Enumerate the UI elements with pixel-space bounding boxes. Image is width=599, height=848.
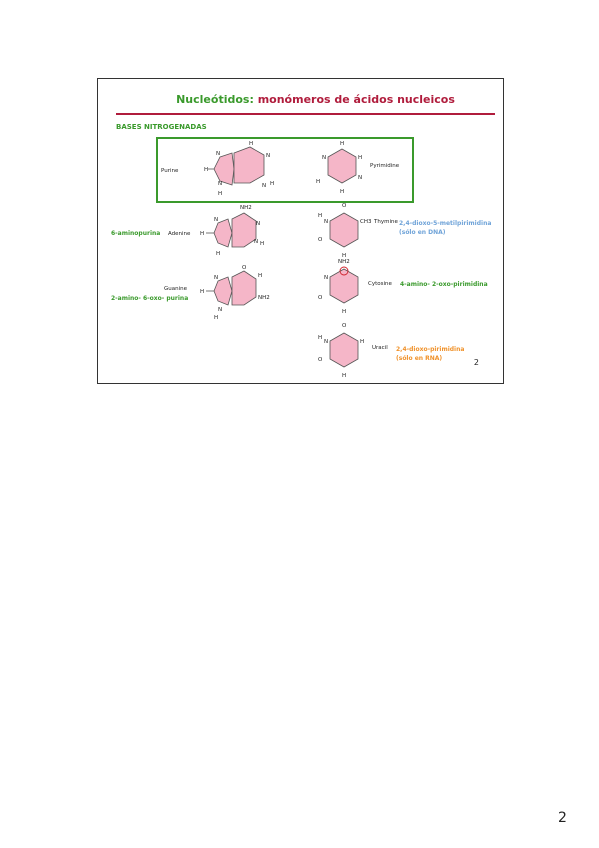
uracil-label: Uracil xyxy=(372,345,388,351)
adenine-annotation: 6-aminopurina xyxy=(111,230,161,237)
purine-atom-n: N xyxy=(218,181,222,187)
uracil-annotation-line2: (sólo en RNA) xyxy=(396,355,443,362)
guanine-atom-n: N xyxy=(218,307,222,313)
adenine-atom-h: H xyxy=(200,231,204,237)
guanine-atom-o: O xyxy=(242,265,247,271)
slide-title: Nucleótidos: monómeros de ácidos nucleic… xyxy=(98,93,503,106)
thymine-atom-o: O xyxy=(342,203,347,209)
uracil-atom-o: O xyxy=(342,323,347,329)
guanine-label: Guanine xyxy=(164,286,188,292)
thymine-atom-h: H xyxy=(318,213,322,219)
thymine-label: Thymine xyxy=(374,219,398,225)
slide-number: 2 xyxy=(473,358,479,367)
cytosine-structure: NH2 N O H xyxy=(318,259,359,315)
pyrimidine-atom-h: H xyxy=(316,179,320,185)
purine-atom-h: H xyxy=(270,181,274,187)
guanine-atom-h: H xyxy=(200,289,204,295)
thymine-atom-ch3: CH3 xyxy=(360,219,372,225)
thymine-annotation-line1: 2,4-dioxo-5-metilpirimidina xyxy=(399,220,492,227)
highlight-box xyxy=(156,137,414,203)
adenine-atom-nh2: NH2 xyxy=(240,205,252,211)
uracil-annotation-line1: 2,4-dioxo-pirimidina xyxy=(396,346,465,353)
adenine-atom-n: N xyxy=(256,221,260,227)
uracil-atom-n: N xyxy=(324,339,328,345)
page-number: 2 xyxy=(558,810,567,826)
pyrimidine-label: Pyrimidine xyxy=(370,163,400,169)
title-green: Nucleótidos: xyxy=(176,93,254,106)
uracil-annotation: 2,4-dioxo-pirimidina (sólo en RNA) xyxy=(396,345,464,363)
pyrimidine-atom-n: N xyxy=(358,175,362,181)
adenine-atom-n: N xyxy=(254,239,258,245)
purine-atom-h: H xyxy=(249,141,253,147)
uracil-atom-h: H xyxy=(342,373,346,379)
uracil-atom-h: H xyxy=(360,339,364,345)
pyrimidine-atom-h: H xyxy=(340,189,344,195)
purine-atom-h: H xyxy=(204,167,208,173)
title-red: monómeros de ácidos nucleicos xyxy=(257,93,455,106)
purine-atom-n: N xyxy=(266,153,270,159)
pyrimidine-structure: H N H H N H xyxy=(316,141,362,195)
adenine-atom-n: N xyxy=(214,217,218,223)
cytosine-label: Cytosine xyxy=(368,281,392,287)
pyrimidine-atom-h: H xyxy=(340,141,344,147)
cytosine-atom-h: H xyxy=(342,309,346,315)
pyrimidine-atom-n: N xyxy=(322,155,326,161)
adenine-label: Adenine xyxy=(168,231,191,237)
uracil-atom-o: O xyxy=(318,357,323,363)
cytosine-annotation: 4-amino- 2-oxo-pirimidina xyxy=(400,281,488,288)
purine-atom-h: H xyxy=(218,191,222,197)
purine-label: Purine xyxy=(161,168,179,174)
adenine-atom-h: H xyxy=(260,241,264,247)
uracil-structure: O H N O H H xyxy=(318,323,364,379)
slide: Nucleótidos: monómeros de ácidos nucleic… xyxy=(97,78,504,384)
thymine-atom-n: N xyxy=(324,219,328,225)
guanine-atom-h: H xyxy=(258,273,262,279)
thymine-structure: O H N O CH3 H xyxy=(318,203,372,259)
guanine-structure: H O N H NH2 N H xyxy=(200,265,270,321)
guanine-annotation: 2-amino- 6-oxo- purina xyxy=(111,295,189,302)
guanine-atom-h: H xyxy=(214,315,218,321)
title-underline xyxy=(116,113,495,115)
guanine-atom-nh2: NH2 xyxy=(258,295,270,301)
pyrimidine-atom-h: H xyxy=(358,155,362,161)
cytosine-atom-o: O xyxy=(318,295,323,301)
thymine-annotation: 2,4-dioxo-5-metilpirimidina (sólo en DNA… xyxy=(399,219,491,237)
uracil-atom-h: H xyxy=(318,335,322,341)
thymine-atom-h: H xyxy=(342,253,346,259)
purine-structure: H N N H N N H H xyxy=(204,141,274,197)
guanine-atom-n: N xyxy=(214,275,218,281)
thymine-atom-o: O xyxy=(318,237,323,243)
thymine-annotation-line2: (sólo en DNA) xyxy=(399,229,446,236)
section-heading: BASES NITROGENADAS xyxy=(116,123,207,131)
purine-atom-n: N xyxy=(262,183,266,189)
purine-atom-n: N xyxy=(216,151,220,157)
cytosine-atom-n: N xyxy=(324,275,328,281)
adenine-structure: H NH2 N N N H H xyxy=(200,205,264,257)
cytosine-atom-nh2: NH2 xyxy=(338,259,350,265)
adenine-atom-h: H xyxy=(216,251,220,257)
